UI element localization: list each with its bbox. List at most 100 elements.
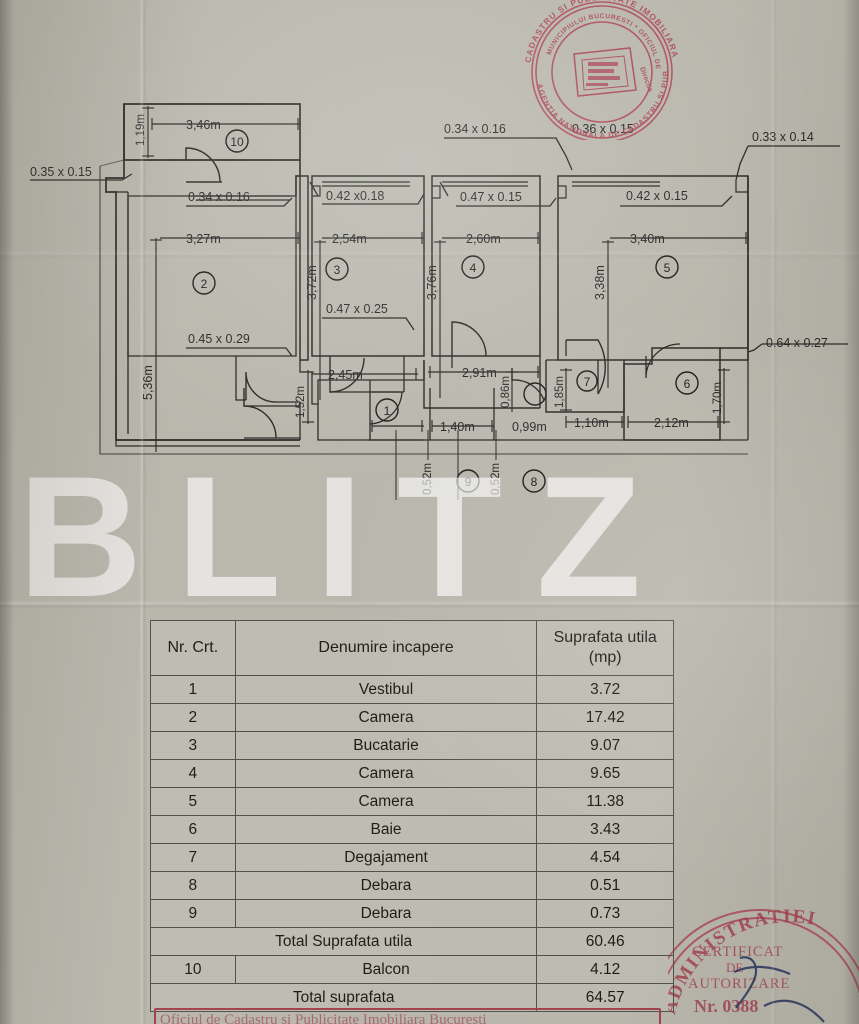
dimension-label: 2,60m xyxy=(466,232,501,246)
header-name: Denumire incapere xyxy=(234,620,538,676)
table-row: 3 Bucatarie 9.07 xyxy=(150,731,674,760)
cell-area: 17.42 xyxy=(536,703,674,732)
table-row-total-all: Total suprafata 64.57 xyxy=(149,983,674,1012)
dimension-label: 1,19m xyxy=(135,114,147,146)
cell-area: 4.54 xyxy=(536,843,674,872)
dimension-label: 1,52m xyxy=(295,386,307,418)
cell-nr: 10 xyxy=(150,955,236,984)
table-row: 9 Debara 0.73 xyxy=(150,899,674,928)
cell-nr: 1 xyxy=(150,675,236,704)
opening-label: 0.34 x 0.16 xyxy=(188,190,250,204)
room-marker-5: 5 xyxy=(664,261,671,275)
plan-labels: 0.35 x 0.15 0.34 x 0.16 0.34 x 0.16 0.42… xyxy=(30,114,828,495)
cell-area: 4.12 xyxy=(536,955,674,984)
dimension-label: 0,99m xyxy=(512,420,547,434)
opening-label: 0.47 x 0.15 xyxy=(460,190,522,204)
header-nr: Nr. Crt. xyxy=(150,620,236,676)
dimension-label: 3,40m xyxy=(630,232,665,246)
dimension-label: 3,46m xyxy=(186,118,221,132)
cell-area: 3.72 xyxy=(536,675,674,704)
cell-area: 9.07 xyxy=(536,731,674,760)
floor-plan-drawing: 0.35 x 0.15 0.34 x 0.16 0.34 x 0.16 0.42… xyxy=(30,103,848,500)
table-row: 2 Camera 17.42 xyxy=(150,703,674,732)
cell-nr: 6 xyxy=(150,815,236,844)
dimension-label: 3,72m xyxy=(305,265,319,300)
dimension-label: 1,70m xyxy=(712,382,724,414)
opening-label: 0.45 x 0.29 xyxy=(188,332,250,346)
opening-label: 0.36 x 0.15 xyxy=(572,122,634,136)
dimension-label: 1,40m xyxy=(440,420,475,434)
opening-label: 0.42 x0.18 xyxy=(326,189,384,203)
dimension-label: 1,10m xyxy=(574,416,609,430)
room-marker-7: 7 xyxy=(584,375,591,389)
header-area-line2: (mp) xyxy=(588,649,622,666)
table-body: 1 Vestibul 3.72 2 Camera 17.42 3 Bucatar… xyxy=(149,675,674,1012)
opening-label: 0.64 x 0.27 xyxy=(766,336,828,350)
cell-total-utila-area: 60.46 xyxy=(536,927,674,956)
dimension-label: 3,38m xyxy=(593,265,607,300)
cell-name: Debara xyxy=(234,899,538,928)
stamp-line-autorizare: AUTORIZARE xyxy=(688,976,790,992)
cell-area: 11.38 xyxy=(536,787,674,816)
room-marker-9: 9 xyxy=(465,475,472,489)
cell-name: Balcon xyxy=(234,955,538,984)
dimension-label: 0,86m xyxy=(500,376,512,408)
table-row-total-utila: Total Suprafata utila 60.46 xyxy=(149,927,674,956)
table-row: 5 Camera 11.38 xyxy=(150,787,674,816)
cell-nr: 5 xyxy=(150,787,236,816)
room-marker-3: 3 xyxy=(334,263,341,277)
cell-total-all-area: 64.57 xyxy=(536,983,674,1012)
room-schedule-table: Nr. Crt. Denumire incapere Suprafata uti… xyxy=(149,620,674,1012)
opening-label: 0.33 x 0.14 xyxy=(752,130,814,144)
room-marker-1: 1 xyxy=(384,404,391,418)
room-marker-10: 10 xyxy=(230,135,244,149)
cell-name: Vestibul xyxy=(234,675,538,704)
dimension-label: 3,27m xyxy=(186,232,221,246)
dimension-label: 2,12m xyxy=(654,416,689,430)
stamp-line-certificat: CERTIFICAT xyxy=(692,944,783,960)
table-row: 6 Baie 3.43 xyxy=(150,815,674,844)
stamp-line-de: DE xyxy=(726,960,743,975)
table-row: 8 Debara 0.51 xyxy=(150,871,674,900)
cell-nr: 4 xyxy=(150,759,236,788)
table-row: 7 Degajament 4.54 xyxy=(150,843,674,872)
cell-area: 0.73 xyxy=(536,899,674,928)
dimension-label: 2,45m xyxy=(328,368,363,382)
opening-label: 0.47 x 0.25 xyxy=(326,302,388,316)
room-marker-8: 8 xyxy=(531,475,538,489)
stamp-line-nr: Nr. 0388 xyxy=(694,996,758,1016)
cell-total-utila-label: Total Suprafata utila xyxy=(149,927,538,956)
cell-name: Degajament xyxy=(234,843,538,872)
opening-label: 0.34 x 0.16 xyxy=(444,122,506,136)
svg-text:ADMINISTRATIEI: ADMINISTRATIEI xyxy=(668,906,818,1016)
table-row: 1 Vestibul 3.72 xyxy=(150,675,674,704)
header-area-line1: Suprafata utila xyxy=(553,629,657,646)
opening-label: 0.42 x 0.15 xyxy=(626,189,688,203)
cell-area: 0.51 xyxy=(536,871,674,900)
opening-label: 0.35 x 0.15 xyxy=(30,165,92,179)
cell-name: Baie xyxy=(234,815,538,844)
dimension-label: 2,91m xyxy=(462,366,497,380)
table-row-balcon: 10 Balcon 4.12 xyxy=(150,955,674,984)
cell-nr: 2 xyxy=(150,703,236,732)
cell-nr: 8 xyxy=(150,871,236,900)
cell-name: Debara xyxy=(234,871,538,900)
table-row: 4 Camera 9.65 xyxy=(150,759,674,788)
footer-red-box-text: Oficiul de Cadastru si Publicitate Imobi… xyxy=(160,1012,487,1024)
cell-name: Bucatarie xyxy=(234,731,538,760)
dimension-label: 1,85m xyxy=(554,376,566,408)
dimension-label: 3,76m xyxy=(425,265,439,300)
cell-total-all-label: Total suprafata xyxy=(149,983,538,1012)
room-marker-6: 6 xyxy=(684,377,691,391)
room-marker-2: 2 xyxy=(201,277,208,291)
table-header-row: Nr. Crt. Denumire incapere Suprafata uti… xyxy=(150,620,674,676)
cell-name: Camera xyxy=(234,703,538,732)
cell-name: Camera xyxy=(234,759,538,788)
dimension-label: 0,52m xyxy=(490,463,502,495)
room-marker-4: 4 xyxy=(470,261,477,275)
dimension-label: 5,36m xyxy=(141,365,155,400)
cell-nr: 7 xyxy=(150,843,236,872)
dimension-label: 0,52m xyxy=(422,463,434,495)
dimension-label: 2,54m xyxy=(332,232,367,246)
